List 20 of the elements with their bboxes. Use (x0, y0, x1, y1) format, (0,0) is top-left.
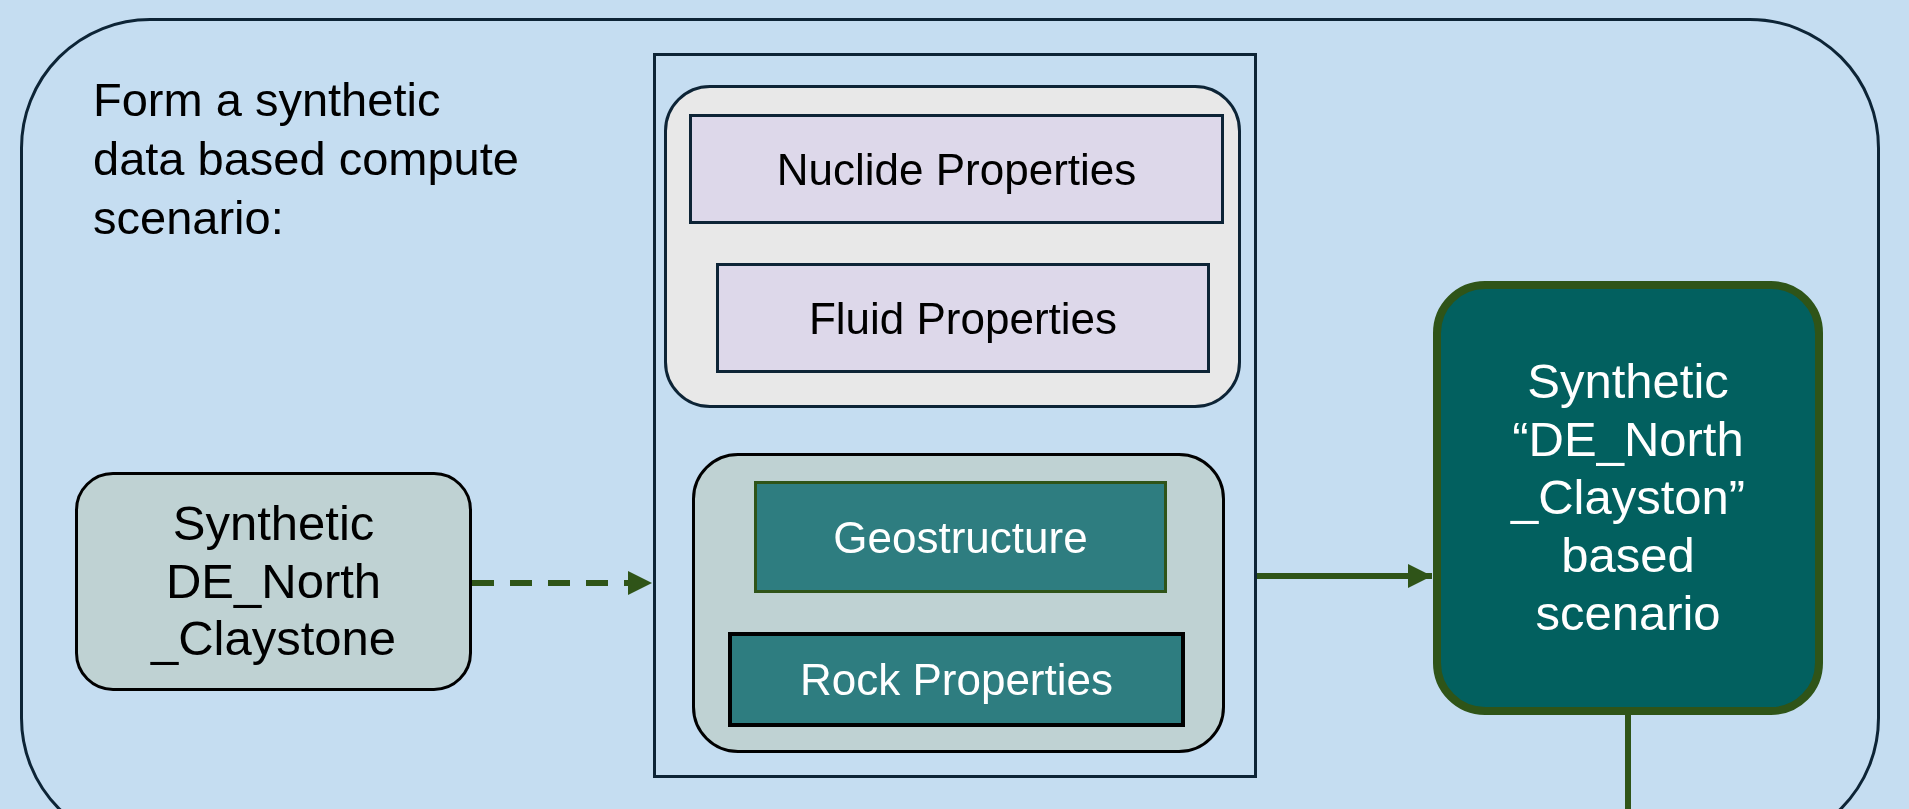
box-label: Fluid Properties (808, 292, 1118, 345)
box-label: Geostructure (833, 511, 1088, 564)
box-label: Rock Properties (800, 654, 1113, 706)
dashed-arrow (472, 571, 652, 595)
connector-line (1625, 715, 1631, 809)
source-box (75, 472, 472, 691)
group-frame (653, 53, 1257, 778)
box-label: Synthetic “DE_North _Clayston” based scenario (1509, 353, 1747, 642)
heading-text: Form a synthetic data based compute scenario: (93, 72, 520, 246)
box-label: Synthetic DE_North _Claystone (149, 494, 398, 668)
process-box (728, 632, 1185, 727)
arrow (1257, 564, 1432, 588)
process-box (689, 114, 1224, 224)
box-label: Nuclide Properties (776, 143, 1137, 196)
group-container (664, 85, 1241, 408)
process-box (716, 263, 1210, 373)
result-box (1433, 281, 1823, 715)
process-box (754, 481, 1167, 593)
group-container (692, 453, 1225, 753)
group-panel (20, 18, 1880, 809)
